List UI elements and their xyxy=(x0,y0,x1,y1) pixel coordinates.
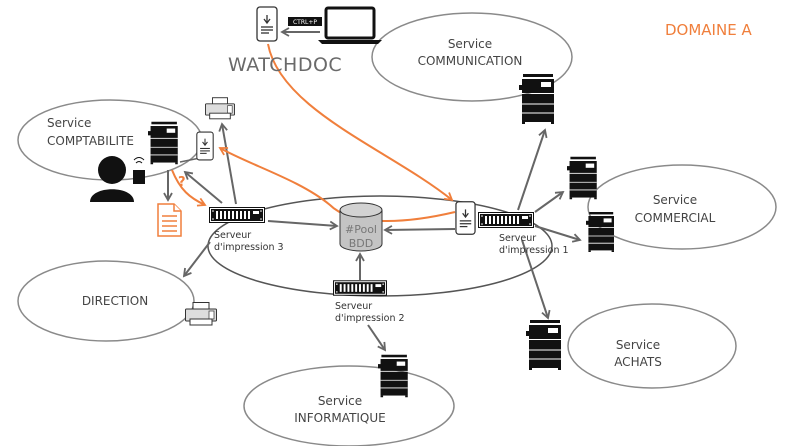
user-icon xyxy=(90,156,145,202)
arrow-s3-db xyxy=(267,220,339,231)
arrow-s1-commercial-2 xyxy=(534,225,582,243)
print-queue-comptabilite-icon xyxy=(196,131,214,161)
domain-label: DOMAINE A xyxy=(665,21,752,39)
achats-label-1: Service xyxy=(616,338,660,352)
mfp-informatique-icon xyxy=(378,354,409,398)
shortcut-label: CTRL+P xyxy=(293,19,317,26)
server-3-label-1: Serveur xyxy=(214,230,251,241)
server-2-label-2: d'impression 2 xyxy=(335,313,405,324)
server-1-label-2: d'impression 1 xyxy=(499,245,569,256)
informatique-label-2: INFORMATIQUE xyxy=(294,411,386,425)
question-mark: ? xyxy=(178,175,186,190)
comptabilite-label-1: Service xyxy=(47,116,91,130)
print-server-3-icon[interactable] xyxy=(209,207,265,223)
database-icon xyxy=(339,202,383,252)
server-2-label-1: Serveur xyxy=(335,301,372,312)
arrow-s3-mfp xyxy=(183,170,223,204)
print-server-2-icon[interactable] xyxy=(333,280,387,296)
communication-label-1: Service xyxy=(448,37,492,51)
arrow-s1-db xyxy=(383,225,456,235)
achats-label-2: ACHATS xyxy=(614,355,662,369)
printed-document-icon xyxy=(157,203,182,237)
mfp-commercial-1-icon xyxy=(567,156,598,200)
database-label-1: #Pool xyxy=(345,223,377,236)
arrow-s1-achats xyxy=(521,239,551,320)
commercial-label-1: Service xyxy=(653,193,697,207)
orange-arrow-s1-comptabilite xyxy=(218,147,456,222)
mfp-communication-icon xyxy=(518,74,555,124)
informatique-label-1: Service xyxy=(318,394,362,408)
arrow-s3-direction xyxy=(182,241,211,278)
arrow-s2-informatique xyxy=(367,324,387,352)
mfp-commercial-2-icon xyxy=(585,212,615,252)
ellipse-achats xyxy=(567,303,737,389)
arrow-s3-printer xyxy=(218,122,237,205)
ellipse-informatique xyxy=(243,365,455,446)
print-queue-icon xyxy=(256,6,278,42)
printer-comptabilite-icon xyxy=(205,97,235,120)
ellipse-direction xyxy=(17,260,195,342)
orange-arrow-mfp-s3 xyxy=(171,169,207,207)
orange-arrow-watchdoc-s1 xyxy=(267,43,454,202)
print-server-1-icon[interactable] xyxy=(478,212,534,228)
ellipse-commercial xyxy=(587,164,777,250)
laptop-icon xyxy=(318,6,382,44)
watchdoc-logo: WATCHDOC xyxy=(228,54,342,76)
communication-label-2: COMMUNICATION xyxy=(418,54,523,68)
server-1-label-1: Serveur xyxy=(499,233,536,244)
shortcut-badge xyxy=(288,17,322,26)
print-queue-s1-icon xyxy=(455,201,476,235)
ellipse-communication xyxy=(371,12,573,102)
database-label-2: BDD xyxy=(349,237,374,250)
direction-label: DIRECTION xyxy=(82,294,148,308)
commercial-label-2: COMMERCIAL xyxy=(635,211,716,225)
mfp-comptabilite-icon xyxy=(148,121,179,165)
arrow-s1-commercial-1 xyxy=(534,190,565,213)
mfp-achats-icon xyxy=(525,320,562,370)
server-3-label-2: d'impression 3 xyxy=(214,242,284,253)
arrow-s1-communication xyxy=(517,128,548,211)
printer-direction-icon xyxy=(185,301,217,326)
comptabilite-label-2: COMPTABILITE xyxy=(47,134,134,148)
